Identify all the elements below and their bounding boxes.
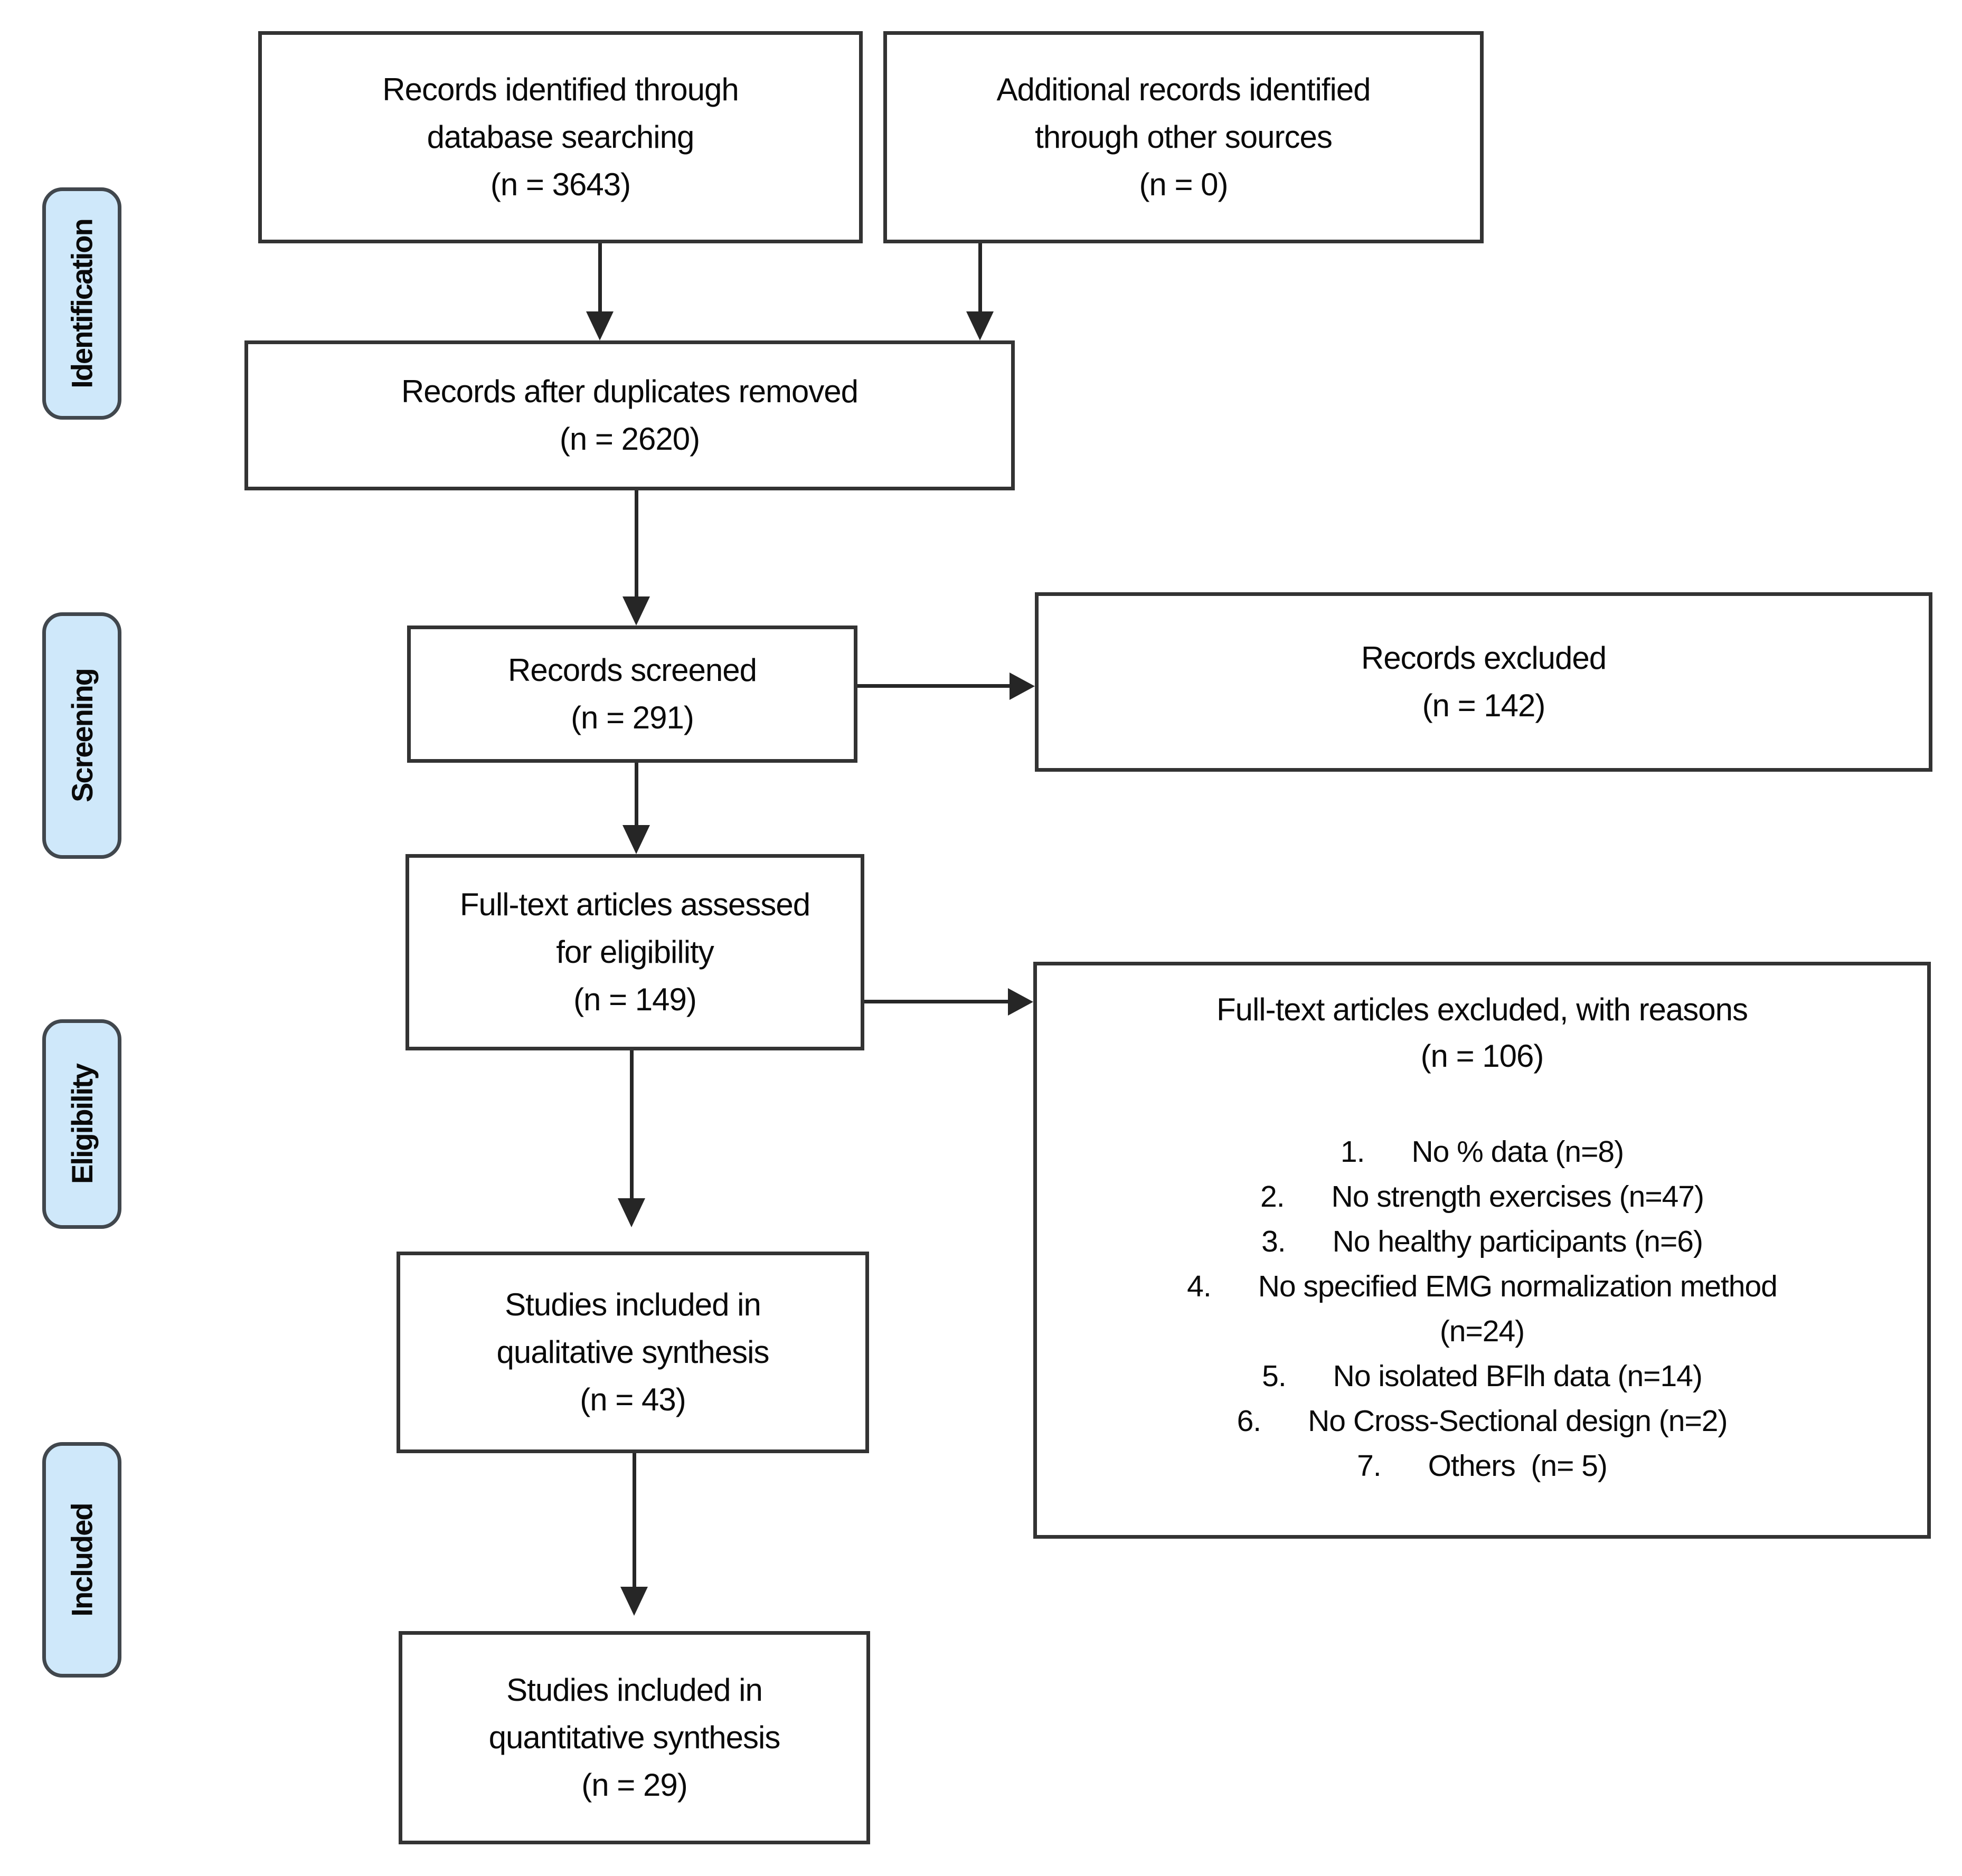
box-title-line: Full-text articles excluded, with reason… xyxy=(1216,992,1748,1027)
box-quantitative-synthesis: Studies included in quantitative synthes… xyxy=(399,1631,870,1844)
exclusion-reason-item: 3. No healthy participants (n=6) xyxy=(1261,1225,1703,1258)
stage-included-label: Included xyxy=(65,1503,99,1617)
exclusion-reason-item: 5. No isolated BFlh data (n=14) xyxy=(1262,1359,1703,1393)
box-line: (n = 149) xyxy=(573,982,697,1017)
box-line: qualitative synthesis xyxy=(496,1334,770,1370)
box-line: (n = 0) xyxy=(1139,167,1228,202)
arrow-qualitative-to-quantitative-shaft xyxy=(633,1453,636,1588)
box-title-line: (n = 106) xyxy=(1420,1038,1544,1074)
stage-identification-label: Identification xyxy=(65,219,99,389)
box-line: Additional records identified xyxy=(996,72,1371,107)
box-records-screened: Records screened (n = 291) xyxy=(407,626,857,763)
arrow-screened-to-fulltext-head-icon xyxy=(622,825,650,854)
arrow-additional-to-duplicates-head-icon xyxy=(966,311,994,340)
box-line: database searching xyxy=(427,119,695,155)
box-after-duplicates: Records after duplicates removed (n = 26… xyxy=(244,340,1015,490)
box-line: (n = 142) xyxy=(1422,688,1546,723)
box-line: Records after duplicates removed xyxy=(401,374,859,409)
arrow-duplicates-to-screened-shaft xyxy=(635,490,638,598)
box-line: (n = 43) xyxy=(580,1382,686,1417)
arrow-screened-to-fulltext-shaft xyxy=(635,763,638,827)
exclusion-reason-item: 4. No specified EMG normalization method xyxy=(1187,1269,1778,1303)
stage-identification: Identification xyxy=(42,187,121,420)
box-fulltext-assessed: Full-text articles assessed for eligibil… xyxy=(405,854,864,1050)
exclusion-reason-item: 2. No strength exercises (n=47) xyxy=(1260,1180,1704,1214)
box-line: through other sources xyxy=(1035,119,1333,155)
box-records-identified: Records identified through database sear… xyxy=(258,31,863,243)
arrow-identified-to-duplicates-head-icon xyxy=(586,311,614,340)
arrow-fulltext-to-excluded-shaft xyxy=(864,1000,1009,1003)
box-records-excluded: Records excluded (n = 142) xyxy=(1035,592,1932,772)
box-fulltext-excluded: Full-text articles excluded, with reason… xyxy=(1033,962,1931,1539)
box-line: for eligibility xyxy=(556,934,714,970)
arrow-additional-to-duplicates-shaft xyxy=(978,243,982,314)
stage-screening: Screening xyxy=(42,612,121,859)
box-line: Studies included in xyxy=(506,1672,763,1708)
arrow-fulltext-to-qualitative-head-icon xyxy=(618,1198,645,1227)
stage-eligibility-label: Eligibility xyxy=(65,1064,99,1184)
box-line: (n = 3643) xyxy=(490,167,631,202)
arrow-fulltext-to-qualitative-shaft xyxy=(630,1050,634,1199)
arrow-identified-to-duplicates-shaft xyxy=(598,243,602,314)
exclusion-reason-item: 1. No % data (n=8) xyxy=(1340,1135,1624,1169)
box-line: (n = 291) xyxy=(571,700,694,735)
arrow-screened-to-excluded-head-icon xyxy=(1010,672,1035,700)
stage-screening-label: Screening xyxy=(65,669,99,802)
arrow-qualitative-to-quantitative-head-icon xyxy=(620,1587,648,1616)
stage-eligibility: Eligibility xyxy=(42,1019,121,1229)
box-line: Records identified through xyxy=(382,72,739,107)
box-line: Records screened xyxy=(508,652,757,688)
box-line: Full-text articles assessed xyxy=(459,887,810,922)
box-line: (n = 2620) xyxy=(559,421,700,457)
arrow-fulltext-to-excluded-head-icon xyxy=(1008,988,1033,1016)
box-line: Studies included in xyxy=(505,1287,761,1322)
stage-included: Included xyxy=(42,1442,121,1678)
arrow-duplicates-to-screened-head-icon xyxy=(622,596,650,626)
box-line: (n = 29) xyxy=(581,1767,687,1803)
box-line: quantitative synthesis xyxy=(488,1720,781,1755)
exclusion-reason-list: 1. No % data (n=8) 2. No strength exerci… xyxy=(1187,1130,1778,1489)
exclusion-reason-item: 6. No Cross-Sectional design (n=2) xyxy=(1237,1404,1728,1438)
box-line: Records excluded xyxy=(1361,640,1607,676)
box-qualitative-synthesis: Studies included in qualitative synthesi… xyxy=(397,1252,869,1453)
exclusion-reason-item: 7. Others (n= 5) xyxy=(1357,1449,1608,1483)
exclusion-reason-item: (n=24) xyxy=(1439,1314,1525,1348)
arrow-screened-to-excluded-shaft xyxy=(857,684,1011,688)
box-additional-records: Additional records identified through ot… xyxy=(883,31,1484,243)
